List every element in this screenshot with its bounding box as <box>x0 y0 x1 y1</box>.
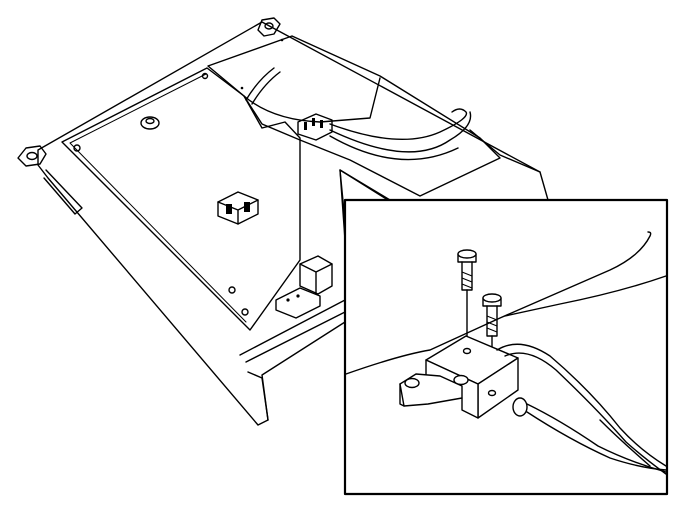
upper-panel <box>207 35 501 197</box>
sensor-cable-bundle <box>496 343 667 475</box>
front-bracket <box>275 255 333 319</box>
detail-view <box>343 198 669 496</box>
circuit-board-inner-edge <box>69 73 247 323</box>
sensor-mini <box>297 113 333 141</box>
tray-bottom-skirt <box>247 371 269 421</box>
panel-cable-left <box>245 67 281 105</box>
sensor-flange <box>399 373 469 407</box>
upper-panel-fold <box>243 77 381 123</box>
main-view <box>17 17 549 426</box>
tray-outer-outline <box>37 21 549 426</box>
circuit-board-outline <box>61 67 301 331</box>
cable-gland <box>512 397 528 417</box>
mounting-tab-left <box>17 145 47 167</box>
board-screw-holes <box>73 38 284 316</box>
tray-front-lip <box>43 169 83 215</box>
board-connector <box>217 191 259 225</box>
detail-surface-edge <box>345 231 652 375</box>
mounting-tab-top <box>257 17 281 37</box>
wire-harness <box>329 108 468 140</box>
upper-panel-edge <box>469 129 541 173</box>
detail-frame <box>343 198 669 496</box>
board-standoff <box>140 116 160 130</box>
tray-lower-edge <box>239 299 346 363</box>
